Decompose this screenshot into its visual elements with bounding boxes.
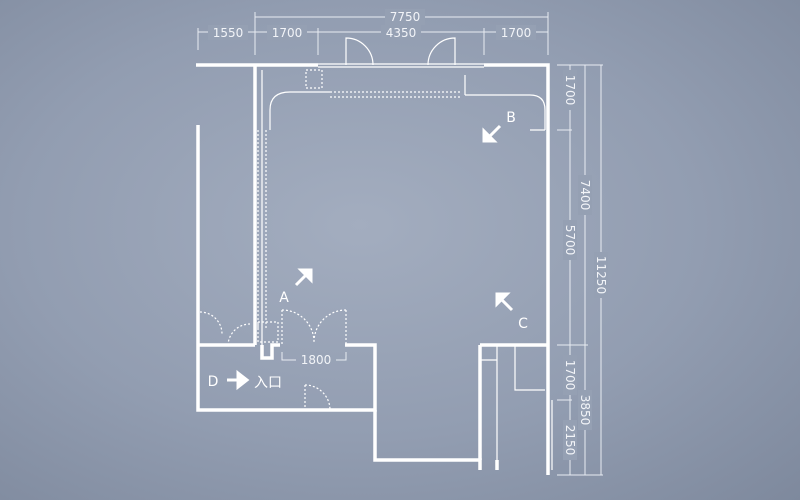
dim-top-total: 7750 — [390, 10, 421, 24]
walls — [196, 63, 553, 475]
dim-top-4: 1700 — [501, 26, 532, 40]
doors — [199, 37, 456, 411]
arrow-d-icon — [227, 369, 250, 391]
dim-right-3: 1700 — [563, 360, 577, 391]
dim-top-1: 1550 — [213, 26, 244, 40]
dim-right-1: 1700 — [563, 75, 577, 106]
label-c: C — [518, 316, 528, 332]
dim-right-2: 5700 — [563, 225, 577, 256]
door-top-right — [427, 37, 456, 66]
door-entrance-double — [281, 309, 347, 345]
view-markers: A B C D 入口 — [208, 110, 529, 391]
arrow-a-icon — [294, 268, 313, 287]
dim-entrance-width: 1800 — [301, 353, 332, 367]
top-dimensions: 7750 1550 1700 4350 1700 — [197, 9, 549, 55]
door-top-left — [345, 37, 374, 66]
label-a: A — [279, 290, 289, 306]
right-dimensions: 1700 5700 1700 2150 7400 3850 11250 — [557, 64, 608, 476]
label-d: D — [208, 374, 219, 390]
dim-right-3850: 3850 — [578, 395, 592, 426]
arrow-c-icon — [495, 292, 514, 312]
label-entrance: 入口 — [254, 375, 282, 391]
dim-right-4: 2150 — [563, 425, 577, 456]
door-left-double — [199, 311, 251, 347]
dim-right-total: 11250 — [594, 256, 608, 294]
arrow-b-icon — [482, 124, 502, 143]
dim-right-7400: 7400 — [578, 180, 592, 211]
door-lower — [304, 384, 331, 411]
dim-top-3: 4350 — [386, 26, 417, 40]
dim-top-2: 1700 — [272, 26, 303, 40]
label-b: B — [506, 110, 516, 126]
